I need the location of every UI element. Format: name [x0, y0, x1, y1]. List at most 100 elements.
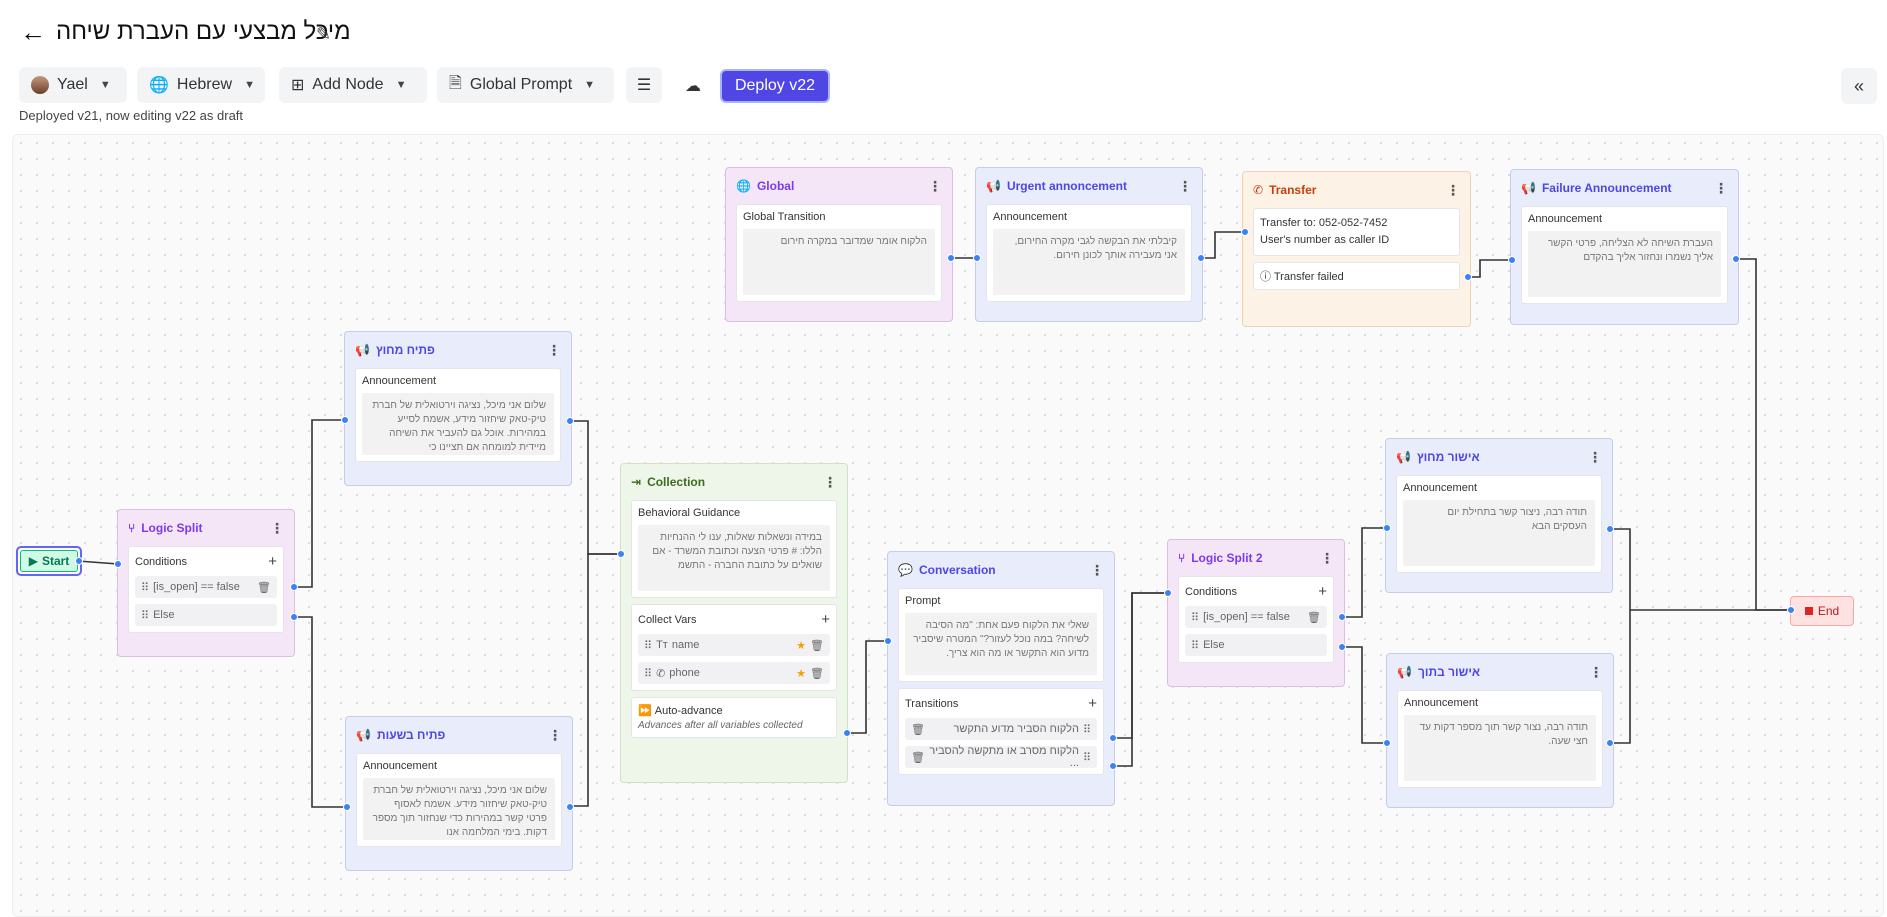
add-node-button[interactable]: ⊞ Add Node▼: [279, 67, 427, 103]
handle[interactable]: [114, 560, 122, 568]
more-icon[interactable]: ⋮: [1090, 561, 1104, 578]
edit-pencil-icon[interactable]: ✎: [316, 24, 332, 44]
more-icon[interactable]: ⋮: [928, 177, 942, 194]
more-icon[interactable]: ⋮: [1589, 663, 1603, 680]
condition-row[interactable]: ⠿[is_open] == false🗑: [1185, 606, 1327, 628]
more-icon[interactable]: ⋮: [547, 341, 561, 358]
handle[interactable]: [1787, 606, 1795, 614]
handle[interactable]: [1383, 524, 1391, 532]
handle[interactable]: [1383, 739, 1391, 747]
handle[interactable]: [1338, 643, 1346, 651]
handle[interactable]: [343, 803, 351, 811]
trash-icon[interactable]: 🗑: [810, 639, 824, 652]
handle[interactable]: [884, 637, 892, 645]
handle[interactable]: [617, 550, 625, 558]
cloud-icon[interactable]: ☁: [685, 78, 701, 95]
split-icon: ⑂: [1178, 551, 1186, 565]
add-condition-icon[interactable]: +: [1318, 583, 1327, 600]
handle[interactable]: [1464, 273, 1472, 281]
handle[interactable]: [75, 557, 83, 565]
handle[interactable]: [566, 803, 574, 811]
global-prompt-button[interactable]: 🗎 Global Prompt▼: [437, 67, 614, 103]
handle[interactable]: [1508, 256, 1516, 264]
deploy-button[interactable]: Deploy v22: [720, 69, 830, 103]
transition-row[interactable]: ⠿הלקוח מסרב או מתקשה להסביר ...🗑: [905, 745, 1097, 769]
condition-row[interactable]: ⠿Else: [1185, 634, 1327, 656]
drag-handle-icon[interactable]: ⠿: [1191, 639, 1200, 652]
handle[interactable]: [290, 583, 298, 591]
trash-icon[interactable]: 🗑: [911, 751, 925, 764]
more-icon[interactable]: ⋮: [1320, 549, 1334, 566]
logic-split-node[interactable]: ⑂Logic Split⋮ Conditions+ ⠿[is_open] == …: [117, 509, 295, 657]
drag-handle-icon[interactable]: ⠿: [1082, 751, 1091, 764]
trash-icon[interactable]: 🗑: [257, 581, 271, 594]
language-select[interactable]: 🌐 Hebrew▼: [137, 67, 265, 103]
more-icon[interactable]: ⋮: [270, 519, 284, 536]
handle[interactable]: [1241, 228, 1249, 236]
start-node[interactable]: ▶Start: [16, 546, 82, 576]
handle[interactable]: [566, 417, 574, 425]
handle[interactable]: [1606, 525, 1614, 533]
handle[interactable]: [290, 613, 298, 621]
more-icon[interactable]: ⋮: [823, 473, 837, 490]
handle[interactable]: [843, 729, 851, 737]
auto-layout-button[interactable]: ☰: [626, 67, 662, 103]
voice-select[interactable]: Yael▼: [19, 67, 127, 103]
back-arrow-icon[interactable]: ←: [20, 17, 46, 47]
handle[interactable]: [341, 416, 349, 424]
add-transition-icon[interactable]: +: [1088, 695, 1097, 712]
handle[interactable]: [1164, 589, 1172, 597]
drag-handle-icon[interactable]: ⠿: [141, 581, 150, 594]
more-icon[interactable]: ⋮: [1178, 177, 1192, 194]
drag-handle-icon[interactable]: ⠿: [141, 609, 150, 622]
condition-row[interactable]: ⠿[is_open] == false🗑: [135, 576, 277, 598]
transfer-failed-branch[interactable]: ⓘ Transfer failed: [1253, 262, 1460, 290]
drag-handle-icon[interactable]: ⠿: [644, 667, 653, 680]
more-icon[interactable]: ⋮: [1588, 448, 1602, 465]
handle[interactable]: [1197, 254, 1205, 262]
trash-icon[interactable]: 🗑: [911, 723, 925, 736]
handle[interactable]: [947, 254, 955, 262]
condition-row[interactable]: ⠿Else: [135, 604, 277, 626]
globe-icon: 🌐: [736, 179, 751, 193]
logic-split-2-node[interactable]: ⑂Logic Split 2⋮ Conditions+ ⠿[is_open] =…: [1167, 539, 1345, 687]
deploy-status: Deployed v21, now editing v22 as draft: [19, 108, 244, 123]
handle[interactable]: [1606, 739, 1614, 747]
handle[interactable]: [973, 254, 981, 262]
phone-forward-icon: ✆: [1253, 183, 1264, 197]
trash-icon[interactable]: 🗑: [1307, 611, 1321, 624]
chevrons-left-icon: «: [1853, 75, 1864, 96]
more-icon[interactable]: ⋮: [1446, 181, 1460, 198]
login-icon: ⇥: [631, 475, 642, 489]
trash-icon[interactable]: 🗑: [810, 667, 824, 680]
transition-row[interactable]: ⠿הלקוח הסביר מדוע התקשר🗑: [905, 718, 1097, 740]
transfer-node[interactable]: ✆Transfer⋮ Transfer to: 052-052-7452 Use…: [1242, 171, 1471, 327]
handle[interactable]: [1109, 762, 1117, 770]
end-node[interactable]: End: [1790, 596, 1854, 626]
drag-handle-icon[interactable]: ⠿: [1082, 723, 1091, 736]
collapse-panel-button[interactable]: «: [1841, 68, 1877, 104]
chevron-down-icon: ▼: [395, 79, 407, 91]
add-condition-icon[interactable]: +: [268, 553, 277, 570]
more-icon[interactable]: ⋮: [548, 726, 562, 743]
var-row[interactable]: ⠿✆phone★🗑: [638, 662, 830, 684]
drag-handle-icon[interactable]: ⠿: [1191, 611, 1200, 624]
add-var-icon[interactable]: +: [821, 611, 830, 628]
handle[interactable]: [1338, 613, 1346, 621]
handle[interactable]: [1109, 734, 1117, 742]
more-icon[interactable]: ⋮: [1714, 179, 1728, 196]
drag-handle-icon[interactable]: ⠿: [644, 639, 653, 652]
handle[interactable]: [1732, 255, 1740, 263]
megaphone-icon: 📢: [1397, 665, 1412, 679]
required-star-icon: ★: [796, 639, 807, 652]
